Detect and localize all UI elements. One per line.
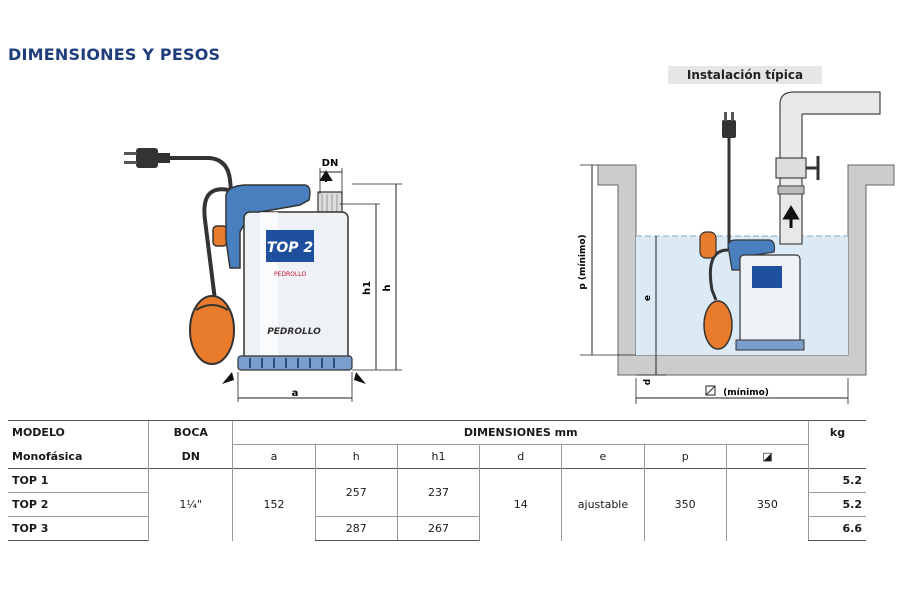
model-badge [266,230,314,262]
kg-cell: 5.2 [808,492,866,517]
dimensions-table: MODELO BOCA DIMENSIONES mm kg Monofásica… [8,420,866,541]
d-value: 14 [479,468,562,541]
installation-drawing: p (mínimo) e d (mínimo) [578,91,895,404]
plug-icon [722,112,736,138]
dim-width: (mínimo) [723,388,769,398]
header-d: d [479,444,562,469]
table-row: TOP 2 5.2 [8,492,866,517]
dim-p: p (mínimo) [578,234,588,289]
header-h: h [314,444,398,469]
page-title: DIMENSIONES Y PESOS [8,45,221,64]
diagrams: TOP 2 PEDROLLO PEDROLLO DN h1 h a [124,91,895,404]
header-p: p [643,444,727,469]
header-monofasica: Monofásica [12,449,83,463]
square-section-icon [705,385,716,396]
float-switch [189,295,235,365]
dim-h: h [382,284,393,291]
header-e: e [561,444,645,469]
h1-value: 237 [396,468,480,517]
header-a: a [232,444,316,469]
h1-value: 267 [396,516,480,541]
kg-cell: 6.6 [808,516,866,541]
header-dn: DN [148,444,233,469]
dim-a: a [292,388,299,399]
dim-d: d [643,379,653,385]
pump-drawing: TOP 2 PEDROLLO PEDROLLO DN h1 h a [124,148,402,402]
h-value: 257 [314,468,398,517]
model-cell: TOP 3 [8,516,149,541]
table-row: TOP 3 287 267 6.6 [8,516,866,541]
brand-logo: PEDROLLO [267,327,321,337]
dim-e: e [643,295,653,301]
header-boca: BOCA [148,420,233,445]
header-kg: kg [808,420,866,445]
plug-icon [124,148,170,168]
dim-h1: h1 [362,281,373,295]
model-cell: TOP 1 [8,468,149,493]
p-value: 350 [643,468,727,541]
installation-title: Instalación típica [668,66,822,84]
model-cell: TOP 2 [8,492,149,517]
a-value: 152 [232,468,316,541]
header-modelo: MODELO [8,420,149,445]
svg-text:TOP 2: TOP 2 [267,240,313,256]
dim-dn: DN [322,158,339,169]
header-h1: h1 [396,444,480,469]
dn-value: 1¼" [148,468,233,541]
e-value: ajustable [561,468,645,541]
header-dimensiones: DIMENSIONES mm [232,420,809,445]
square-value: 350 [725,468,809,541]
h-value: 287 [314,516,398,541]
header-square: ◪ [725,444,809,469]
kg-cell: 5.2 [808,468,866,493]
svg-text:PEDROLLO: PEDROLLO [274,271,306,278]
table-row: TOP 1 1¼" 152 257 237 14 ajustable 350 3… [8,468,866,541]
